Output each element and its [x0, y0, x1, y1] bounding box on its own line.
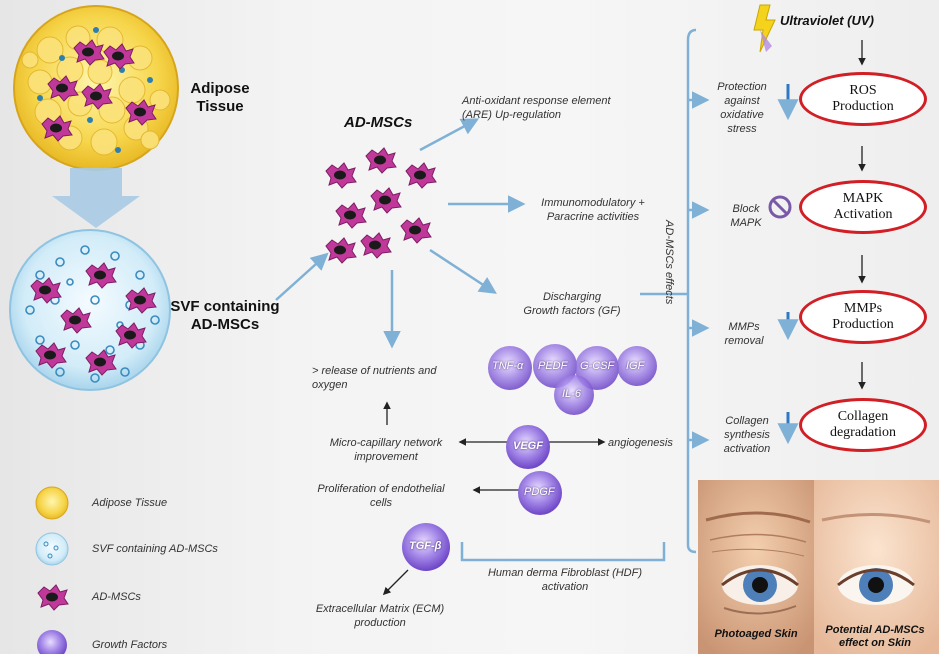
hdf-activation-label: Human derma Fibroblast (HDF) activation	[487, 567, 643, 593]
mapk-activation-node: MAPK Activation	[799, 180, 927, 234]
adipose-tissue-label: Adipose Tissue	[190, 80, 250, 115]
ad-mscs-title: AD-MSCs	[344, 114, 413, 131]
photoaged-caption: Photoaged Skin	[714, 628, 798, 640]
extraction-arrow	[52, 168, 140, 228]
svf-label: SVF containing AD-MSCs	[170, 298, 280, 333]
il6-label: IL-6	[562, 388, 581, 400]
uv-label: Ultraviolet (UV)	[780, 13, 874, 28]
legend-svf-label: SVF containing AD-MSCs	[92, 543, 218, 555]
growth-factor-icon	[37, 630, 67, 654]
ros-production-node: ROS Production	[799, 72, 927, 126]
treated-skin-photo	[814, 480, 939, 654]
block-icon	[768, 195, 792, 219]
tgf-label: TGF-β	[409, 540, 442, 552]
hdf-bracket	[460, 542, 666, 562]
angiogenesis-label: angiogenesis	[608, 437, 673, 449]
micro-capillary-label: Micro-capillary network improvement	[329, 437, 443, 463]
gf-discharge-label: Discharging Growth factors (GF)	[523, 291, 621, 317]
legend-ad-mscs-label: AD-MSCs	[92, 591, 141, 603]
nutrients-label: > release of nutrients and oxygen	[312, 365, 437, 391]
effect-block-mapk-label: Block MAPK	[730, 203, 762, 229]
effect-collagen-synthesis-label: Collagen synthesis activation	[723, 415, 771, 455]
proliferation-label: Proliferation of endothelial cells	[317, 483, 445, 509]
effects-bracket	[686, 28, 710, 554]
ad-msc-cluster	[325, 147, 437, 264]
growth-factor-bubbles	[402, 344, 657, 571]
adipose-tissue-sphere	[13, 5, 179, 171]
photoaged-skin-photo	[698, 480, 814, 654]
adipose-icon	[35, 486, 69, 520]
immunomodulatory-label: Immunomodulatory + Paracrine activities	[541, 197, 645, 223]
pdgf-label: PDGF	[524, 486, 555, 498]
uv-lightning-icon	[753, 4, 776, 53]
are-effect-label: Anti-oxidant response element (ARE) Up-r…	[462, 95, 611, 121]
legend-icons	[35, 486, 69, 654]
vegf-label: VEGF	[513, 440, 543, 452]
tnf-label: TNF-α	[492, 360, 524, 372]
mmps-production-node: MMPs Production	[799, 290, 927, 344]
effect-mmps-removal-label: MMPs removal	[724, 321, 764, 347]
treated-caption: Potential AD-MSCs effect on Skin	[825, 624, 925, 649]
igf-label: IGF	[626, 360, 645, 372]
pedf-label: PEDF	[538, 360, 568, 372]
svf-sphere	[9, 229, 171, 391]
ecm-label: Extracellular Matrix (ECM) production	[315, 603, 445, 629]
collagen-degradation-node: Collagen degradation	[799, 398, 927, 452]
effect-protection-label: Protection against oxidative stress	[717, 81, 767, 135]
legend-growth-factors-label: Growth Factors	[92, 639, 168, 651]
legend-adipose-label: Adipose Tissue	[92, 497, 168, 509]
effects-side-label: AD-MSCs effects	[663, 220, 675, 305]
svf-icon	[35, 532, 69, 566]
msc-icon	[37, 584, 69, 611]
gcsf-label: G-CSF	[580, 360, 615, 372]
